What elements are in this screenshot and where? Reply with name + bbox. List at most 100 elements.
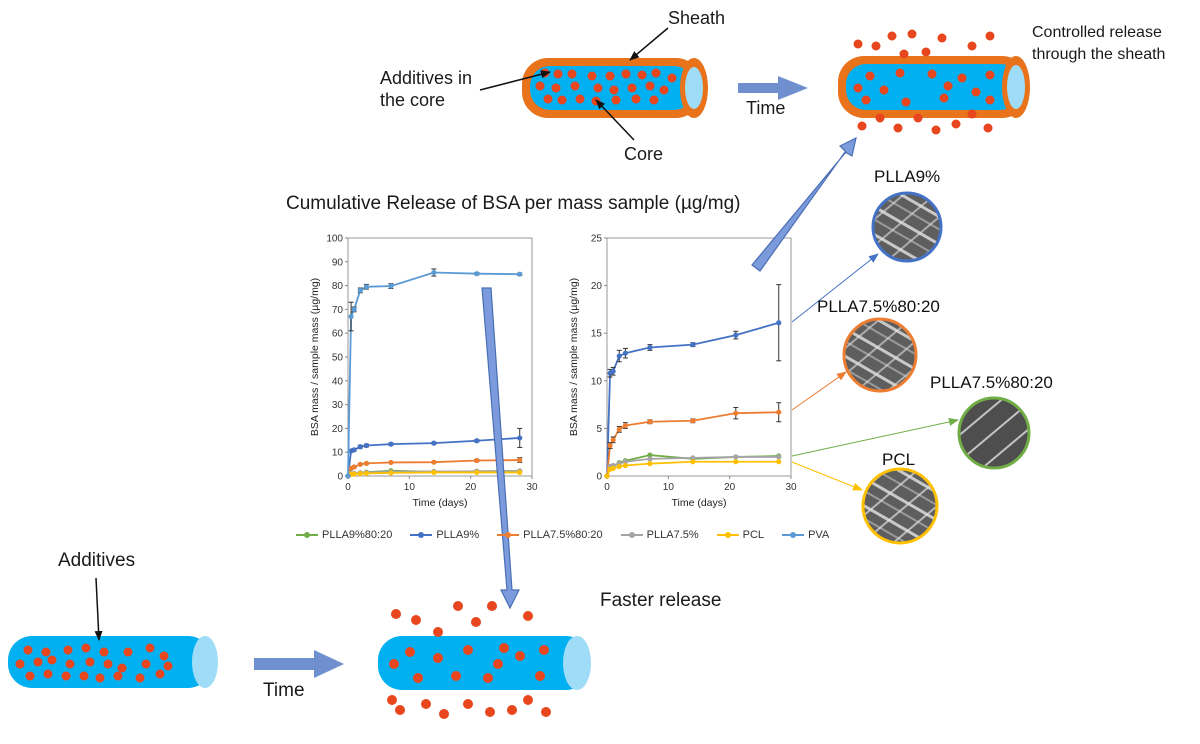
- additives-core-label-line1: Additives in: [380, 68, 473, 88]
- y-tick-label: 40: [332, 376, 344, 387]
- legend-item: PVA: [782, 529, 829, 541]
- connector-pcl: [791, 461, 863, 491]
- y-tick-label: 10: [591, 376, 603, 387]
- point-pcl: [431, 469, 437, 476]
- y-tick-label: 50: [332, 353, 344, 364]
- legend-label: PLLA7.5%: [646, 529, 699, 541]
- legend-swatch: [782, 530, 805, 540]
- y-tick-label: 70: [332, 305, 344, 316]
- x-tick-label: 10: [404, 482, 416, 493]
- point-pva: [345, 473, 351, 479]
- point-pva: [357, 287, 363, 293]
- point-plla9-80-20: [647, 452, 653, 458]
- point-plla7-5-: [776, 454, 782, 460]
- x-tick-label: 0: [345, 482, 351, 493]
- legend-label: PLLA9%: [436, 529, 480, 541]
- point-pcl: [647, 461, 653, 467]
- x-axis-label: Time (days): [671, 497, 726, 509]
- additives-pointer: [94, 577, 103, 641]
- legend-label: PLLA9%80:20: [322, 529, 393, 541]
- legend-swatch: [620, 530, 643, 540]
- point-plla7-5-80-20: [616, 426, 622, 432]
- additives-core-label-line2: the core: [380, 90, 446, 110]
- sem-image-plla75-8020-orange: [842, 317, 918, 393]
- point-plla9-: [733, 332, 739, 338]
- point-plla9-: [647, 344, 653, 351]
- point-plla9-: [388, 441, 394, 447]
- point-plla7-5-80-20: [622, 422, 629, 429]
- point-pcl: [363, 470, 369, 476]
- y-tick-label: 30: [332, 400, 344, 411]
- y-axis-label: BSA mass / sample mass (µg/mg): [568, 278, 580, 436]
- faster-release-label: Faster release: [600, 590, 722, 611]
- y-tick-label: 10: [332, 448, 344, 459]
- core-sheath-fiber-initial: [522, 58, 708, 118]
- sem-image-pcl: [861, 467, 939, 545]
- point-pcl: [388, 470, 394, 476]
- sem-label-plla75-8020-orange: PLLA7.5%80:20: [817, 297, 940, 316]
- x-tick-label: 20: [465, 482, 477, 493]
- legend-label: PCL: [742, 529, 765, 541]
- controlled-release-label-line2: through the sheath: [1032, 46, 1166, 63]
- sem-label-plla75-8020-green: PLLA7.5%80:20: [930, 373, 1053, 392]
- point-plla7-5-: [622, 459, 629, 465]
- arrow-to-faster-release: [481, 287, 520, 610]
- plain-fiber-released: [378, 601, 591, 719]
- point-plla7-5-80-20: [517, 457, 523, 463]
- point-pcl: [357, 471, 363, 477]
- y-tick-label: 20: [332, 424, 344, 435]
- point-plla9-: [776, 320, 782, 326]
- y-tick-label: 20: [591, 281, 603, 292]
- additives-core-pointer: [479, 70, 551, 91]
- point-pcl: [610, 465, 616, 471]
- point-plla7-5-80-20: [647, 419, 653, 425]
- plain-particles: [15, 643, 173, 683]
- x-tick-label: 0: [604, 482, 610, 493]
- point-plla7-5-: [647, 456, 653, 462]
- x-axis-label: Time (days): [412, 497, 467, 509]
- legend-item: PCL: [716, 529, 765, 541]
- point-pcl: [616, 463, 622, 470]
- point-pva: [363, 284, 369, 290]
- point-pva: [431, 269, 437, 276]
- legend-label: PVA: [808, 529, 830, 541]
- sheath-label: Sheath: [668, 8, 726, 28]
- point-plla7-5-80-20: [363, 460, 369, 466]
- y-tick-label: 80: [332, 281, 344, 292]
- legend-item: PLLA7.5%: [620, 529, 699, 541]
- arrow-to-controlled-release: [751, 136, 857, 272]
- point-pcl: [733, 459, 739, 465]
- y-tick-label: 25: [591, 234, 603, 245]
- x-tick-label: 30: [526, 482, 538, 493]
- point-plla7-5-: [690, 455, 696, 461]
- point-pcl: [776, 459, 782, 465]
- plain-fiber-initial: [8, 636, 218, 688]
- point-plla9-: [616, 353, 622, 359]
- connector-plla75-8020-green: [791, 417, 959, 457]
- released-particles: [853, 29, 995, 135]
- point-plla7-5-80-20: [474, 457, 480, 464]
- point-pcl: [474, 469, 480, 476]
- point-plla9-: [622, 350, 629, 356]
- point-plla7-5-80-20: [388, 459, 394, 466]
- point-plla7-5-80-20: [351, 464, 357, 470]
- point-pcl: [690, 459, 696, 465]
- sem-label-plla9: PLLA9%: [874, 167, 941, 186]
- x-tick-label: 30: [785, 482, 797, 493]
- connector-plla75-8020-orange: [791, 371, 847, 411]
- sem-image-plla75-8020-green: [957, 396, 1031, 470]
- point-plla7-5-: [733, 454, 739, 460]
- legend-swatch: [497, 530, 520, 540]
- core-label: Core: [624, 144, 664, 164]
- x-tick-label: 10: [663, 482, 675, 493]
- point-pva: [517, 271, 523, 277]
- sem-label-pcl: PCL: [882, 450, 916, 469]
- point-pva: [388, 283, 394, 289]
- point-pcl: [351, 471, 357, 477]
- core-sheath-fiber-released: [838, 29, 1030, 135]
- y-tick-label: 100: [326, 234, 343, 245]
